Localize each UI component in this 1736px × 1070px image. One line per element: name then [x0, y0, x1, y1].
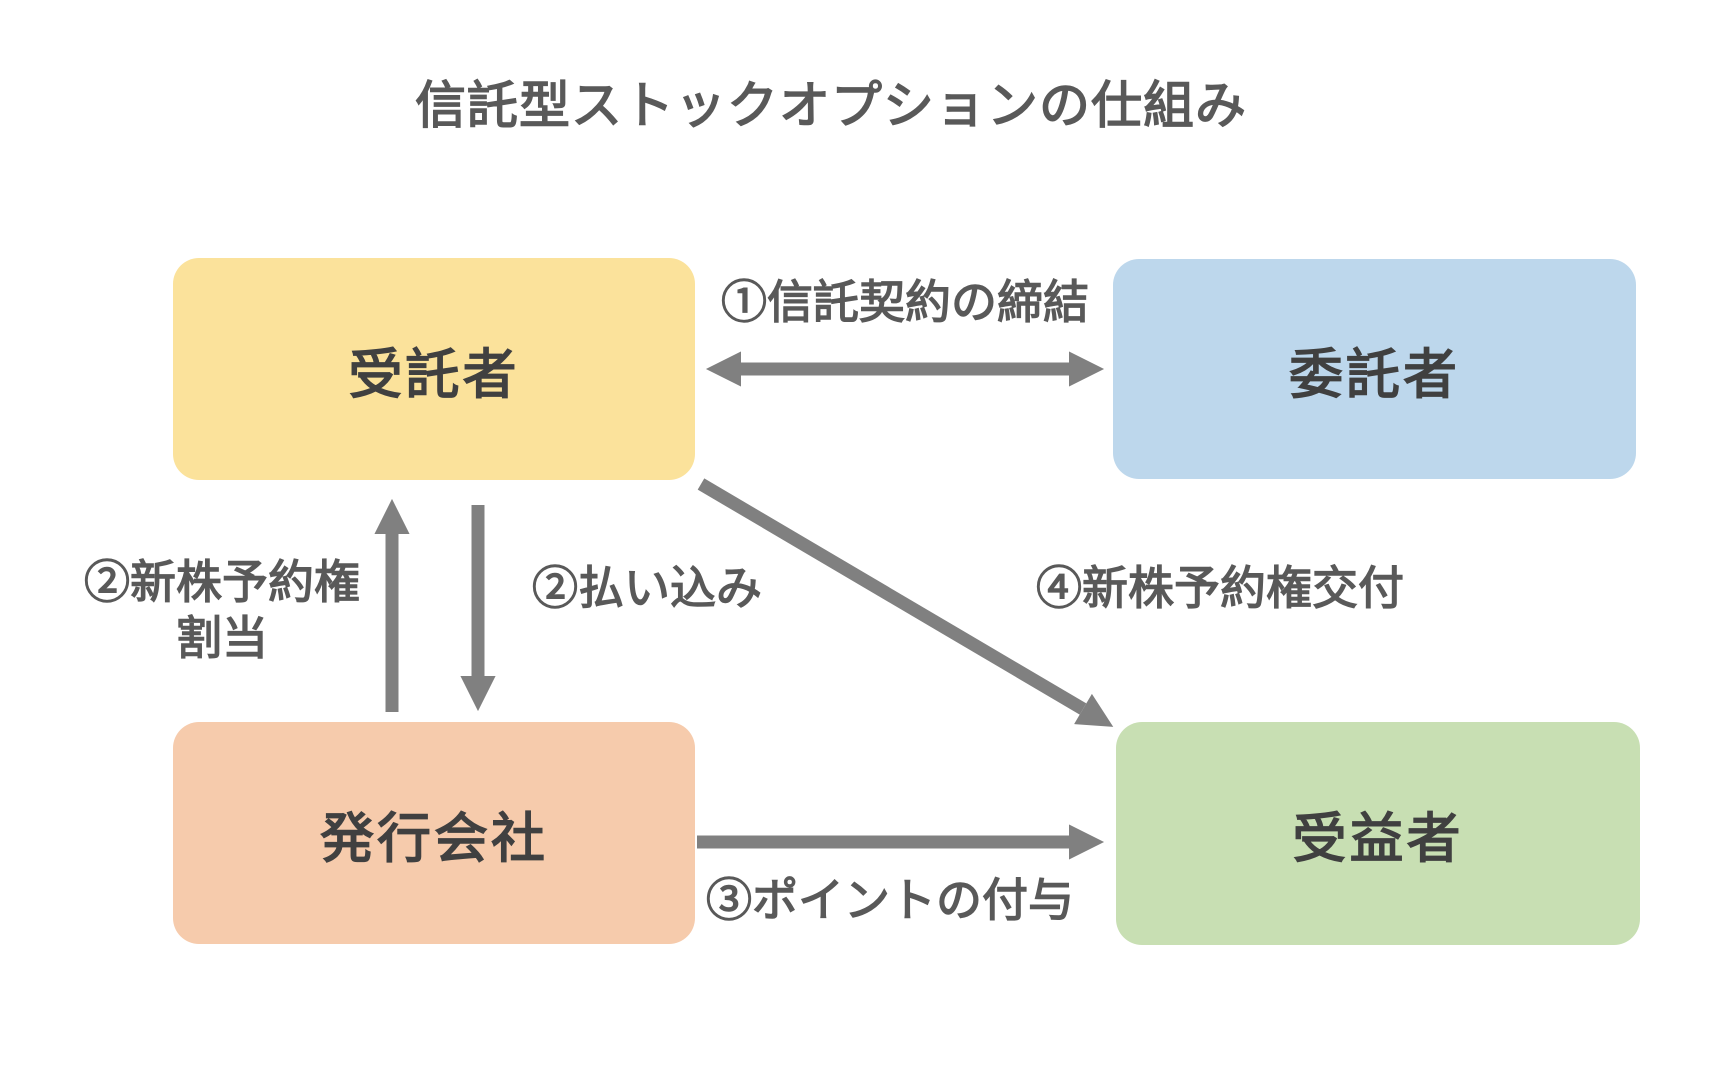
node-settlor-label: 委託者 — [1289, 344, 1460, 405]
edge-label-trust-contract: ①信託契約の締結 — [721, 276, 1089, 328]
edge-label-warrant-allotment: ②新株予約権 割当 — [40, 554, 404, 666]
node-beneficiary: 受益者 — [1116, 722, 1640, 945]
node-issuer-label: 発行会社 — [320, 808, 548, 869]
node-beneficiary-label: 受益者 — [1292, 809, 1464, 869]
node-settlor: 委託者 — [1113, 259, 1636, 479]
edge-label-payment: ②払い込み — [532, 562, 762, 614]
node-issuer: 発行会社 — [173, 722, 695, 944]
node-trustee-label: 受託者 — [348, 344, 520, 405]
edge-label-point-grant: ③ポイントの付与 — [706, 874, 1074, 926]
node-trustee: 受託者 — [173, 258, 695, 480]
edge-label-warrant-delivery: ④新株予約権交付 — [1036, 562, 1404, 614]
edge-label-warrant-allotment-line2: 割当 — [176, 612, 268, 664]
edge-label-warrant-allotment-line1: ②新株予約権 — [84, 556, 360, 608]
diagram-title: 信託型ストックオプションの仕組み — [414, 77, 1247, 134]
